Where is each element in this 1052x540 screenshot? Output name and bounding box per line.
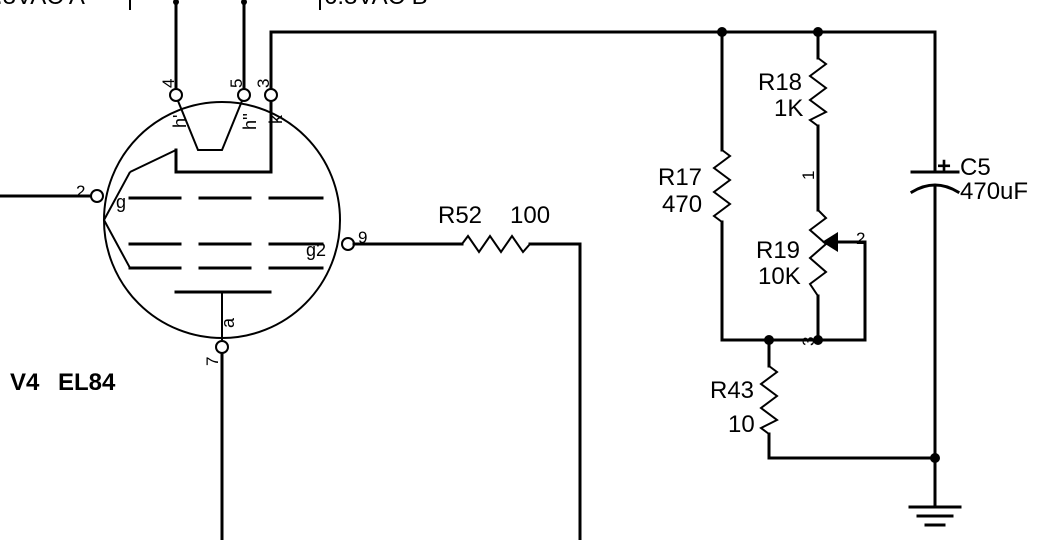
r17-value: 470 <box>662 191 702 218</box>
tube-type: EL84 <box>58 369 116 396</box>
tube-designator: V4 <box>10 369 40 396</box>
pin-7-circle <box>215 340 229 354</box>
potentiometer-r19: R19 10K 1 2 3 <box>756 171 865 346</box>
heater-b-label: 6.3VAC B <box>324 0 428 10</box>
grid-frame <box>102 171 131 269</box>
wires <box>0 27 940 540</box>
heater-lead-1-end <box>173 0 179 5</box>
resistor-r18: R18 1K <box>758 57 828 127</box>
r17-zigzag <box>712 149 732 223</box>
r19-pin-2: 2 <box>856 229 865 248</box>
c5-negative-plate <box>909 183 961 195</box>
r43-ref: R43 <box>710 377 754 404</box>
junction-dot <box>930 453 940 463</box>
r19-value: 10K <box>758 263 801 290</box>
capacitor-c5: + C5 470uF <box>909 153 1028 205</box>
pin-number-7: 7 <box>203 357 222 366</box>
electrode-label-k: k <box>266 114 286 124</box>
r18-ref: R18 <box>758 69 802 96</box>
pin-number-3: 3 <box>254 79 273 88</box>
junction-dot <box>717 27 727 37</box>
r19-zigzag <box>808 209 828 297</box>
pin-number-2: 2 <box>76 182 85 201</box>
heater-filament <box>175 95 245 151</box>
junction-dot <box>764 335 774 345</box>
c5-value: 470uF <box>960 178 1028 205</box>
junction-dot <box>813 335 823 345</box>
resistor-r43: R43 10 <box>710 365 779 438</box>
c5-polarity: + <box>937 153 951 180</box>
resistor-r52: R52 100 <box>438 202 550 254</box>
pin-number-5: 5 <box>227 79 246 88</box>
pin-4-circle <box>169 88 183 102</box>
r52-ref: R52 <box>438 202 482 229</box>
control-grid <box>102 171 324 270</box>
tube-v4: 4 5 3 2 9 7 h' h'' k g g2 a V4 EL84 <box>10 0 367 396</box>
resistor-r17: R17 470 <box>658 149 732 223</box>
r19-wiper-arrow <box>822 232 838 252</box>
pin-5-circle <box>237 88 251 102</box>
cathode-electrode <box>174 100 273 174</box>
pin-number-9: 9 <box>358 228 367 247</box>
r43-value: 10 <box>728 411 755 438</box>
r18-zigzag <box>808 57 828 127</box>
pin-number-4: 4 <box>159 79 178 88</box>
r52-value: 100 <box>510 202 550 229</box>
pin-9-circle <box>341 237 355 251</box>
electrode-label-g2: g2 <box>306 240 326 260</box>
pin-2-circle <box>90 189 104 203</box>
r19-pin-1: 1 <box>799 171 818 180</box>
electrode-label-a: a <box>218 317 238 328</box>
heater-supply-labels: .3VAC A 6.3VAC B <box>0 0 428 10</box>
electrode-label-h2: h'' <box>240 113 260 130</box>
r19-pin-3: 3 <box>799 337 818 346</box>
junction-dot <box>813 27 823 37</box>
r17-ref: R17 <box>658 164 702 191</box>
electrode-label-g: g <box>116 192 126 212</box>
r43-zigzag <box>759 365 779 435</box>
heater-a-label: .3VAC A <box>0 0 85 10</box>
r18-value: 1K <box>774 95 803 122</box>
cathode-heater-link <box>129 149 177 173</box>
c5-ref: C5 <box>960 154 991 181</box>
r19-ref: R19 <box>756 237 800 264</box>
r52-zigzag <box>461 234 531 254</box>
electrode-label-h1: h' <box>170 115 190 128</box>
ground-icon <box>908 505 962 527</box>
pin-3-circle <box>264 88 278 102</box>
heater-lead-2-end <box>241 0 247 5</box>
